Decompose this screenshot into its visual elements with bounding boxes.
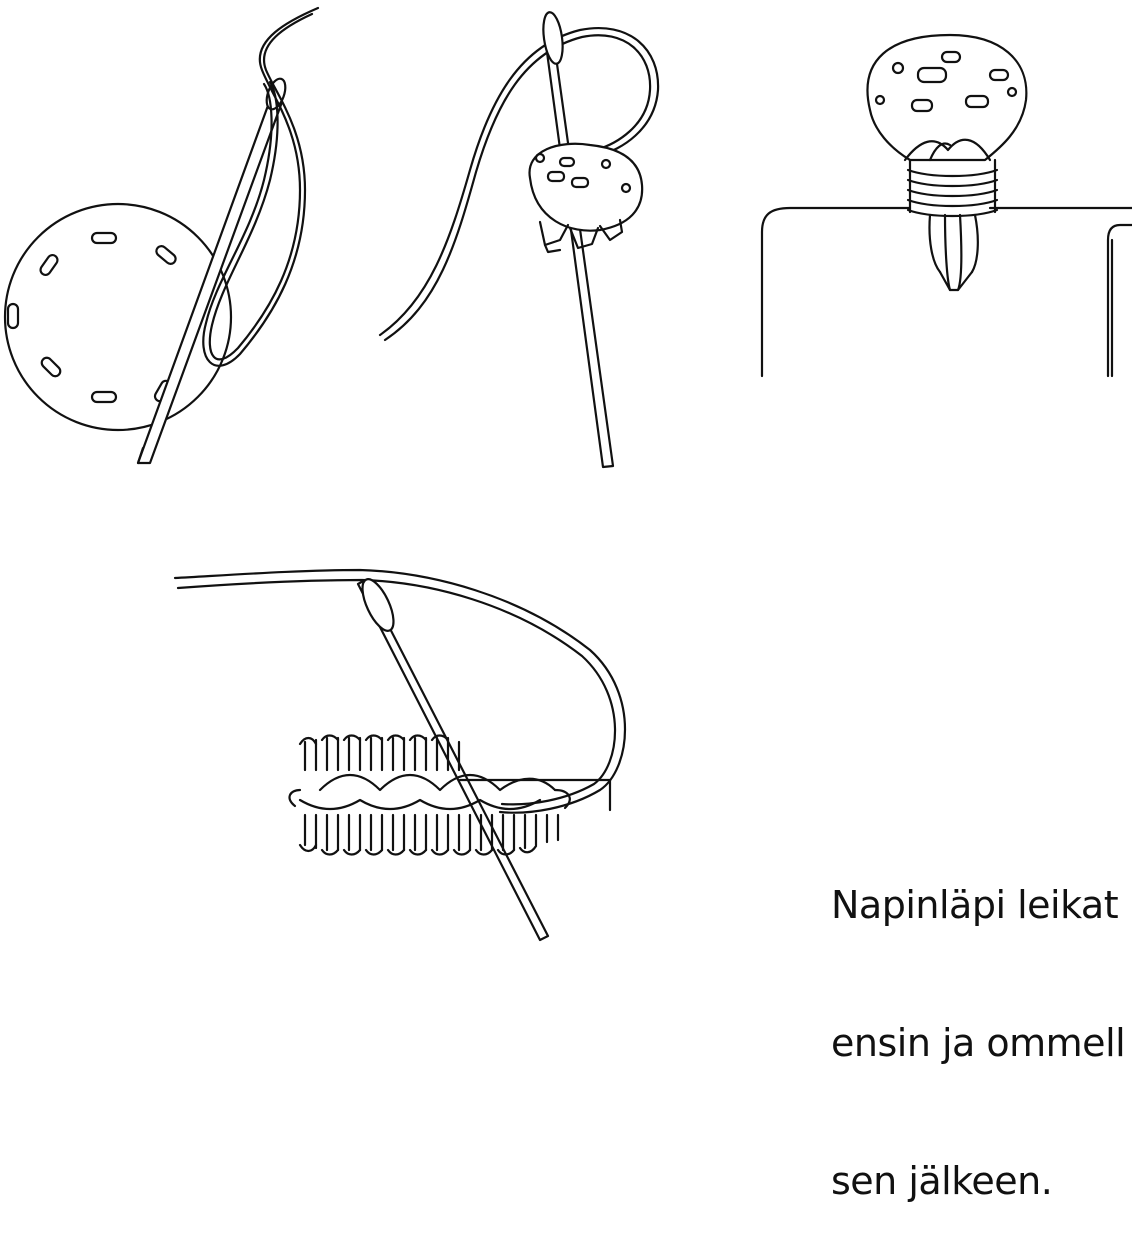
- thread-shank: [908, 160, 997, 216]
- needle: [138, 76, 289, 463]
- buttonhole-slit: [290, 775, 610, 810]
- fabric-edge: [762, 208, 910, 376]
- button-with-needle-icon: [5, 8, 318, 463]
- instruction-caption: Napinläpi leikat ensin ja ommell sen jäl…: [831, 790, 1132, 1250]
- buttonhole-stitches-bottom: [300, 815, 558, 855]
- buttonhole-stitches-top: [300, 736, 459, 771]
- stitch-legs: [929, 215, 977, 290]
- button-holes: [8, 233, 178, 403]
- needle: [356, 575, 548, 940]
- caption-line-3: sen jälkeen.: [831, 1158, 1132, 1204]
- finished-shank-button-icon: [762, 35, 1132, 376]
- buttonhole-stitch-icon: [175, 570, 625, 940]
- shank-button: [530, 144, 643, 252]
- caption-line-1: Napinläpi leikat: [831, 882, 1132, 928]
- button-head: [868, 35, 1027, 160]
- shank-button-needle-icon: [380, 11, 658, 467]
- needle: [540, 11, 613, 467]
- caption-line-2: ensin ja ommell: [831, 1020, 1132, 1066]
